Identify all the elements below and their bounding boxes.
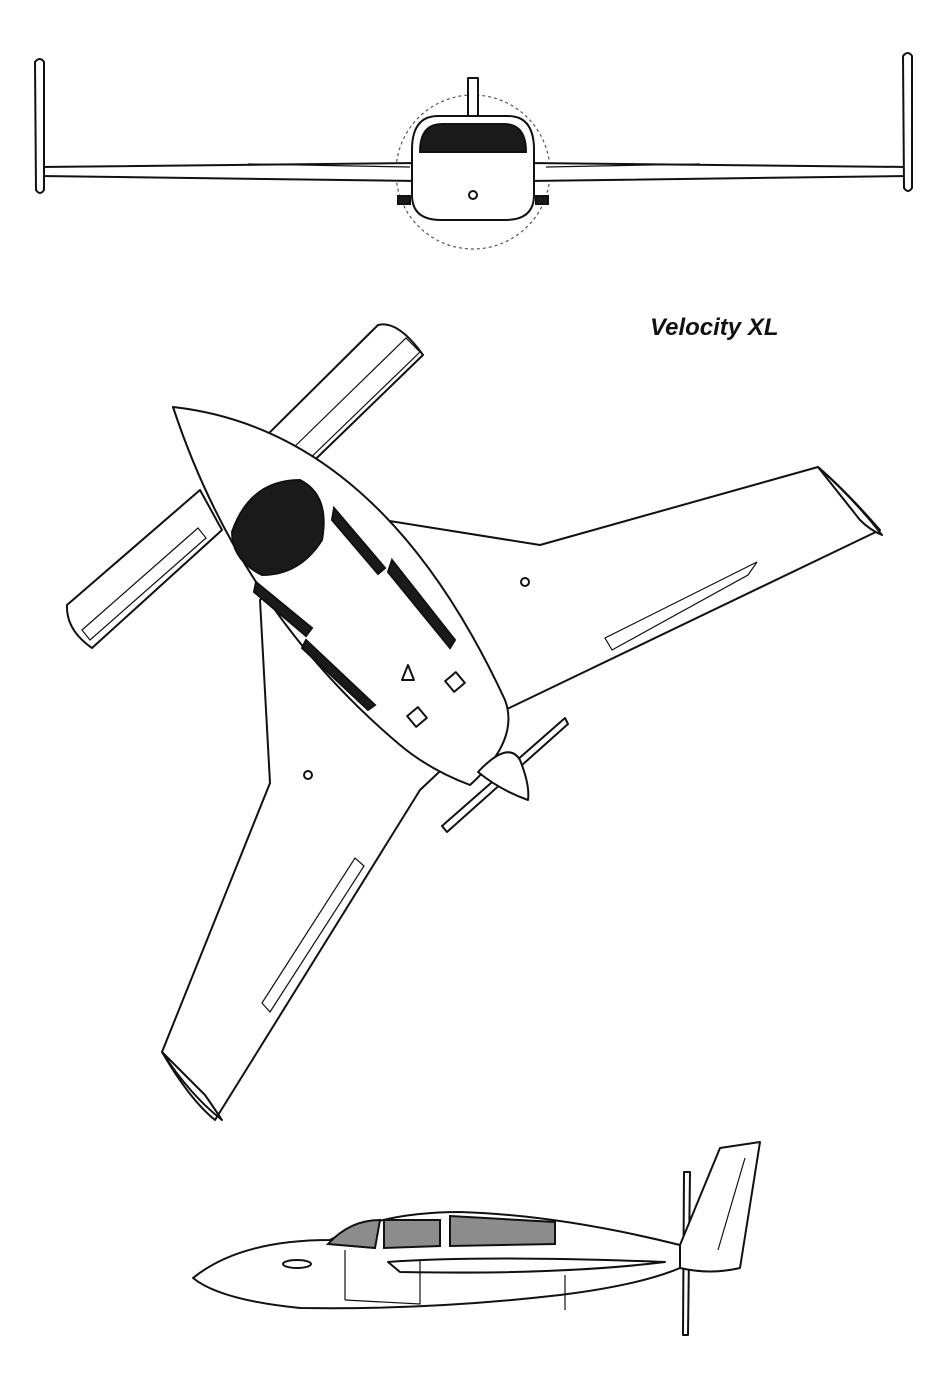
window-lower-2 [300,638,377,712]
left-winglet-top [161,1051,223,1121]
side-view [192,1141,761,1336]
left-wing-marker [303,770,313,780]
drawing-title: Velocity XL [650,314,779,341]
canopy-top [230,478,325,577]
left-winglet-front [34,58,45,194]
window-side-2 [383,1219,441,1250]
strake-side [387,1257,666,1274]
access-panel-1 [444,671,466,693]
spinner-top [477,751,530,801]
right-wing-front [527,52,913,192]
top-view [65,323,883,1121]
right-aileron [604,561,758,651]
canopy-front [418,123,528,153]
vent-side [282,1259,312,1269]
rudder-line [717,1157,746,1251]
left-gear-front [397,195,411,205]
vertical-fin-side [679,1141,761,1273]
left-wing-front [34,58,419,194]
window-side-1 [325,1218,382,1250]
front-view [34,52,913,250]
right-winglet-top [817,466,883,536]
window-upper-1 [330,505,387,576]
left-aileron [261,857,365,1013]
right-winglet-front [902,52,913,192]
door-line-2 [344,1260,421,1305]
access-panel-2 [406,706,428,728]
right-wing-marker [520,577,530,587]
right-gear-front [535,195,549,205]
window-side-3 [449,1214,556,1248]
vent-marker [401,664,415,681]
spinner-front [468,190,478,200]
window-lower-1 [252,580,314,638]
window-upper-2 [386,557,457,650]
canard-lower [65,489,223,649]
